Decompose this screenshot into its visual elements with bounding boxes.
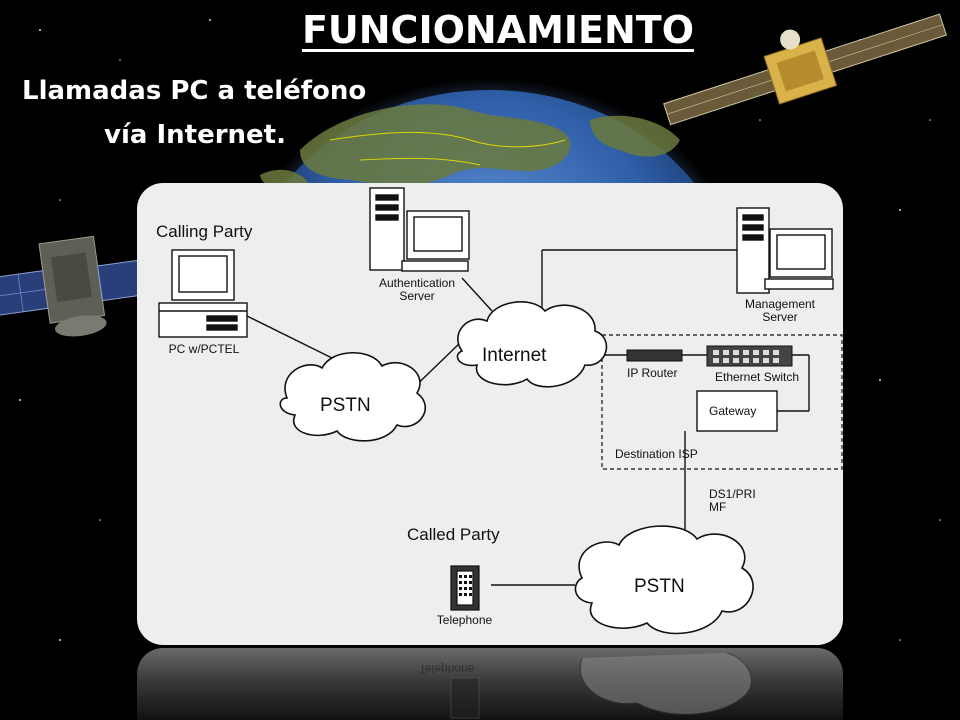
ip-router-label: IP Router [627, 366, 678, 380]
gateway-box [696, 390, 778, 432]
mgmt-server-label: Management Server [725, 298, 835, 324]
slide-subtitle-line1: Llamadas PC a teléfono [22, 76, 367, 106]
pstn-left-label: PSTN [320, 395, 371, 416]
internet-cloud [456, 301, 608, 388]
pc-icon [158, 249, 248, 338]
mgmt-server-label-line1: Management [744, 297, 816, 311]
ethernet-switch-icon [706, 345, 793, 367]
continents [260, 104, 680, 190]
pstn-bottom-label: PSTN [634, 576, 685, 597]
called-party-label: Called Party [407, 525, 500, 544]
slide-title: FUNCIONAMIENTO [301, 8, 695, 52]
borders [329, 131, 566, 166]
diagram-lines [158, 187, 843, 635]
auth-server-label-line1: Authentication [378, 276, 456, 290]
destination-isp-label: Destination ISP [615, 447, 698, 461]
auth-server-label-line2: Server [399, 289, 435, 303]
panel-reflection: Telephone PSTN [137, 648, 843, 720]
ethernet-switch-label: Ethernet Switch [715, 370, 800, 384]
ip-router-icon [626, 349, 683, 362]
calling-party-label: Calling Party [156, 222, 253, 241]
pstn-left-cloud [279, 351, 426, 442]
telephone-icon [450, 565, 480, 611]
ds1-label-line1: DS1/PRI [709, 487, 756, 501]
ds1-label-line2: MF [709, 500, 727, 514]
telephone-label: Telephone [436, 613, 493, 627]
pc-label: PC w/PCTEL [168, 342, 240, 356]
auth-server-label: Authentication Server [362, 277, 472, 303]
reflection-shapes [450, 652, 753, 719]
destination-isp-box [601, 334, 843, 470]
pstn-bottom-cloud [574, 525, 754, 635]
authentication-server-icon [369, 187, 470, 272]
ds1-label: DS1/PRI MF [709, 488, 756, 514]
satellite-top-right [663, 13, 947, 126]
internet-label: Internet [482, 345, 547, 366]
mgmt-server-label-line2: Server [762, 310, 798, 324]
slide-subtitle-line2: vía Internet. [104, 120, 286, 150]
management-server-icon [736, 207, 834, 294]
diagram-panel: Calling Party PC w/PCTEL Authentication … [137, 183, 843, 645]
satellite-left [0, 235, 143, 337]
gateway-label: Gateway [709, 404, 757, 418]
